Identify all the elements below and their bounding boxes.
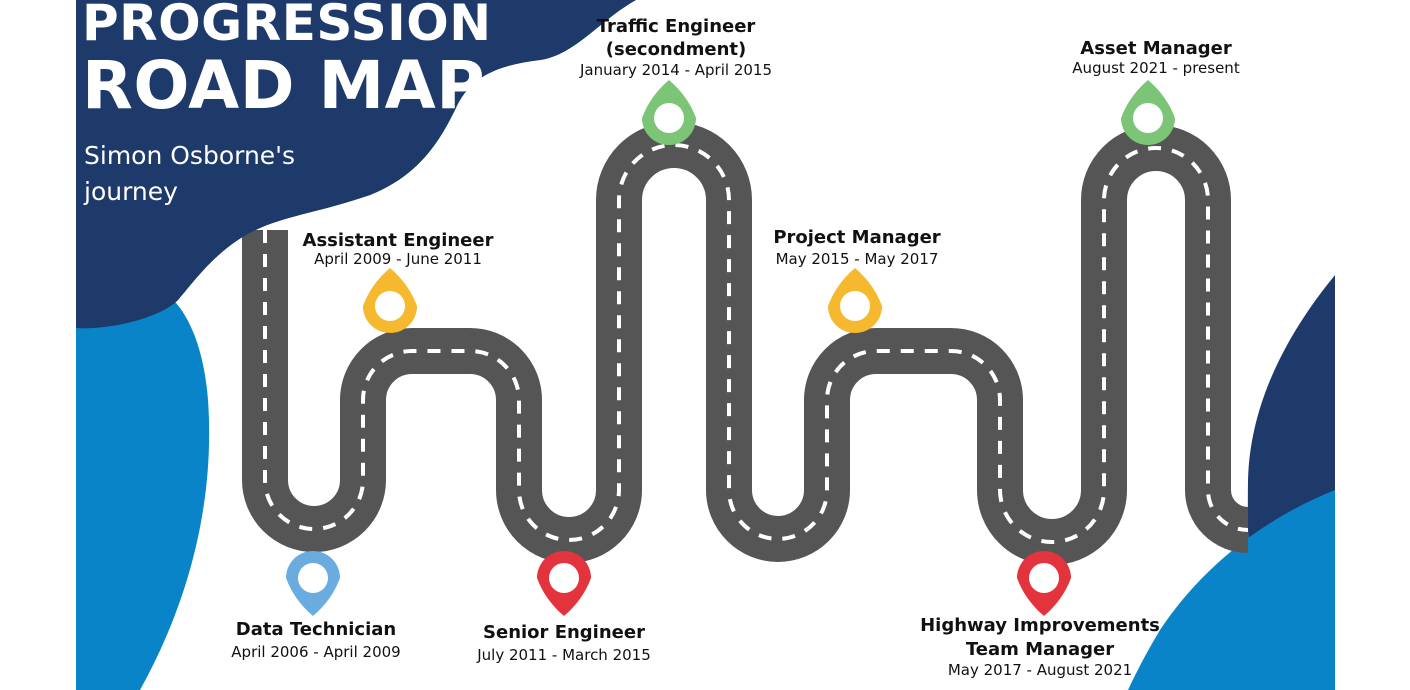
location-pin-icon [537, 551, 591, 616]
milestone-4-title-line-2: (secondment) [605, 39, 747, 60]
title-line-1: PROGRESSION [82, 0, 492, 52]
road [242, 122, 1250, 565]
milestone-6-title: Highway Improvements [920, 615, 1160, 636]
milestone-5-dates: May 2015 - May 2017 [775, 250, 939, 268]
milestone-6-dates: May 2017 - August 2021 [947, 661, 1133, 679]
title-line-2: ROAD MAP [82, 47, 486, 124]
milestone-1-title: Data Technician [235, 619, 397, 640]
milestone-6-title-line-2: Team Manager [965, 639, 1115, 660]
subtitle: Simon Osborne's journey [84, 141, 296, 206]
location-pin-icon [828, 268, 882, 333]
left-sky-wave [76, 280, 210, 690]
milestone-1-dates: April 2006 - April 2009 [231, 643, 401, 661]
location-pin-icon [363, 268, 417, 333]
location-pin-icon [1017, 551, 1071, 616]
location-pin-icon [642, 80, 696, 145]
milestone-7-title: Asset Manager [1080, 38, 1232, 59]
milestone-2-dates: April 2009 - June 2011 [314, 250, 482, 268]
milestone-2-title: Assistant Engineer [302, 230, 494, 251]
right-sky-wave [1128, 490, 1335, 690]
milestone-7-dates: August 2021 - present [1072, 59, 1240, 77]
milestone-5-title: Project Manager [773, 227, 941, 248]
title-block: PROGRESSION ROAD MAP [82, 0, 492, 120]
navy-wave-overlay [76, 0, 636, 329]
road-center-dashes [263, 143, 1249, 544]
location-pin-icon [1121, 80, 1175, 145]
location-pin-icon [286, 551, 340, 616]
milestone-3-dates: July 2011 - March 2015 [477, 646, 651, 664]
milestone-4-title: Traffic Engineer [596, 16, 756, 37]
milestone-3-title: Senior Engineer [483, 622, 645, 643]
milestone-4-dates: January 2014 - April 2015 [580, 61, 772, 79]
